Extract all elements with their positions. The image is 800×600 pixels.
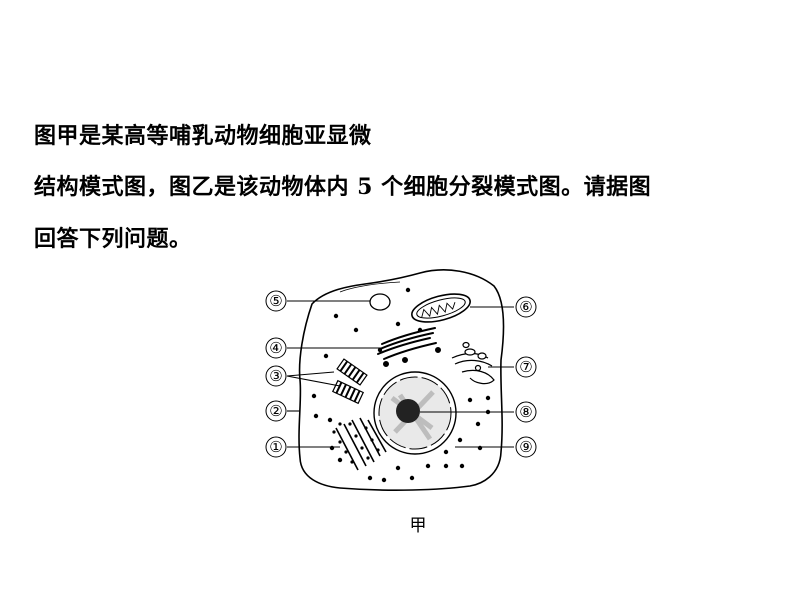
nucleus xyxy=(373,371,457,455)
mitochondrion xyxy=(411,293,471,323)
figure-caption: 甲 xyxy=(410,516,427,536)
golgi-apparatus xyxy=(377,327,441,367)
label-5: ⑤ xyxy=(269,292,282,310)
label-9: ⑨ xyxy=(519,438,532,456)
ribosomes xyxy=(311,287,491,483)
leader-lines xyxy=(286,300,514,448)
question-line-2: 结构模式图，图乙是该动物体内 5 个细胞分裂模式图。请据图 xyxy=(34,174,652,200)
label-4: ④ xyxy=(269,339,282,357)
label-8: ⑧ xyxy=(519,403,532,421)
label-1: ① xyxy=(269,438,282,456)
question-line-1: 图甲是某高等哺乳动物细胞亚显微 xyxy=(34,123,372,149)
nucleolus xyxy=(396,399,420,423)
question-line-3: 回答下列问题。 xyxy=(34,226,192,252)
rough-endoplasmic-reticulum xyxy=(332,417,387,471)
label-7: ⑦ xyxy=(519,358,532,376)
label-2: ② xyxy=(269,402,282,420)
vacuole xyxy=(369,293,391,311)
vesicle-cluster xyxy=(451,341,495,385)
label-3: ③ xyxy=(269,367,282,385)
cell-membrane xyxy=(298,269,505,491)
part-labels: ⑤ ④ ③ ② ① ⑥ ⑦ ⑧ ⑨ xyxy=(265,290,537,458)
centrioles xyxy=(331,358,368,405)
label-6: ⑥ xyxy=(519,298,532,316)
